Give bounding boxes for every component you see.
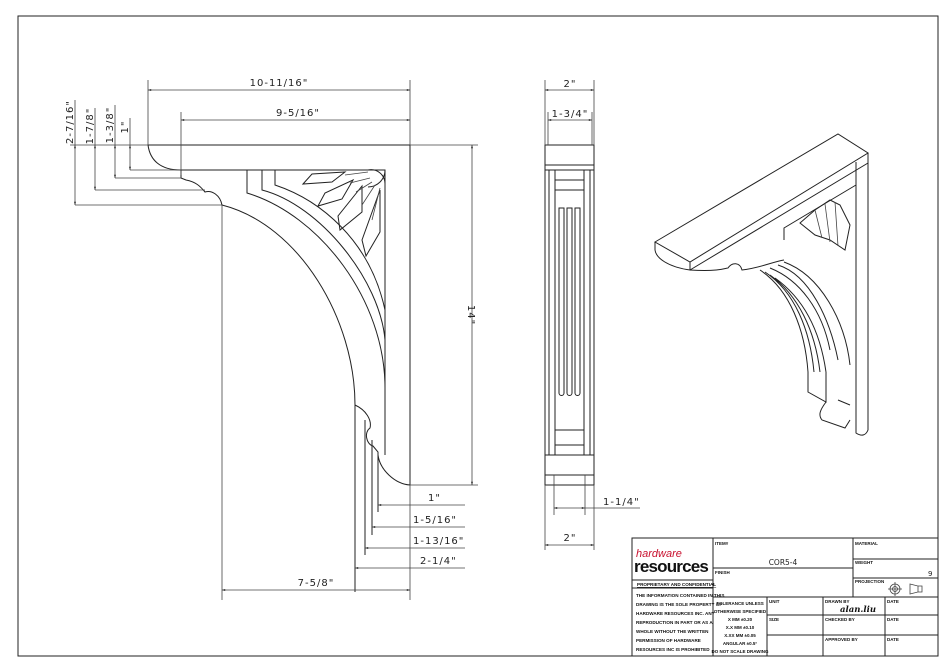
front-view: 10-11/16" 9-5/16" 14" 7-5/8" 2-7/16" 1-7… bbox=[65, 78, 478, 600]
dim-base-width: 7-5/8" bbox=[298, 578, 335, 589]
tolerance-line: DO NOT SCALE DRAWING bbox=[712, 649, 769, 654]
unit-label: UNIT bbox=[769, 599, 780, 604]
dim-bottom-1-5-16: 1-5/16" bbox=[413, 515, 457, 526]
proprietary-line: DRAWING IS THE SOLE PROPERTY OF bbox=[636, 602, 722, 607]
front-plate-line bbox=[181, 169, 386, 455]
dim-side-top-width: 2" bbox=[564, 79, 577, 90]
tolerance-line: X MM ±0.20 bbox=[728, 617, 753, 622]
dim-left-2-7-16: 2-7/16" bbox=[65, 100, 76, 144]
dim-inner-width: 9-5/16" bbox=[276, 108, 320, 119]
drawing-border bbox=[17, 15, 939, 657]
proprietary-line: WHOLE WITHOUT THE WRITTEN bbox=[636, 629, 709, 634]
side-view: 2" 1-3/4" 1-1/4" 2" bbox=[544, 79, 640, 550]
item-value: COR5-4 bbox=[769, 558, 798, 567]
front-outline bbox=[147, 144, 411, 486]
proprietary-line: REPRODUCTION IN PART OR AS A bbox=[636, 620, 713, 625]
logo-resources: resources bbox=[634, 557, 708, 576]
date-label-checked: DATE bbox=[887, 617, 899, 622]
proprietary-line: HARDWARE RESOURCES INC. ANY bbox=[636, 611, 715, 616]
dim-side-bottom-width: 2" bbox=[564, 533, 577, 544]
dim-left-1: 1" bbox=[120, 121, 131, 134]
drawn-by-signature: alan.liu bbox=[840, 605, 876, 615]
isometric-view bbox=[654, 133, 869, 436]
title-block: hardware resources PROPRIETARY AND CONFI… bbox=[631, 537, 939, 657]
dim-bottom-1: 1" bbox=[428, 493, 441, 504]
weight-label: WEIGHT bbox=[855, 560, 873, 565]
dim-side-bottom-inner: 1-1/4" bbox=[603, 497, 640, 508]
tolerance-line: TOLERANCE UNLESS bbox=[716, 601, 763, 606]
dim-overall-width: 10-11/16" bbox=[250, 78, 309, 89]
projection-label: PROJECTION bbox=[855, 579, 884, 584]
front-extension-lines bbox=[354, 405, 379, 592]
front-arc-1 bbox=[246, 170, 386, 389]
proprietary-line: PERMISSION OF HARDWARE bbox=[636, 638, 701, 643]
dim-height: 14" bbox=[465, 305, 476, 325]
proprietary-line: RESOURCES INC IS PROHIBITED bbox=[636, 647, 710, 652]
item-label: ITEM# bbox=[715, 541, 729, 546]
projection-symbol-icon bbox=[888, 582, 923, 596]
approved-by-label: APPROVED BY bbox=[825, 637, 858, 642]
finish-label: FINISH bbox=[715, 570, 730, 575]
tolerance-line: ANGULAR ±0.5° bbox=[723, 641, 757, 646]
front-arc-2 bbox=[261, 170, 386, 341]
dim-side-top-inner: 1-3/4" bbox=[552, 109, 589, 120]
dim-bottom-1-13-16: 1-13/16" bbox=[413, 536, 464, 547]
tolerance-line: OTHERWISE SPECIFIED bbox=[714, 609, 767, 614]
size-label: SIZE bbox=[769, 617, 779, 622]
front-arc-3 bbox=[274, 170, 386, 311]
drawn-by-label: DRAWN BY bbox=[825, 599, 850, 604]
sunburst-carving bbox=[301, 169, 386, 258]
date-label-approved: DATE bbox=[887, 637, 899, 642]
tolerance-line: X.X MM ±0.10 bbox=[726, 625, 755, 630]
tolerance-line: X.XX MM ±0.05 bbox=[724, 633, 756, 638]
checked-by-label: CHECKED BY bbox=[825, 617, 855, 622]
dim-left-1-7-8: 1-7/8" bbox=[85, 108, 96, 145]
material-label: MATERIAL bbox=[855, 541, 878, 546]
proprietary-line: THE INFORMATION CONTAINED IN THIS bbox=[636, 593, 724, 598]
date-label-drawn: DATE bbox=[887, 599, 899, 604]
weight-value: 9 bbox=[928, 570, 932, 578]
proprietary-heading: PROPRIETARY AND CONFIDENTIAL bbox=[637, 582, 716, 587]
logo-hardware: hardware bbox=[636, 548, 682, 560]
dim-bottom-2-1-4: 2-1/4" bbox=[420, 556, 457, 567]
dim-left-1-3-8: 1-3/8" bbox=[105, 107, 116, 144]
